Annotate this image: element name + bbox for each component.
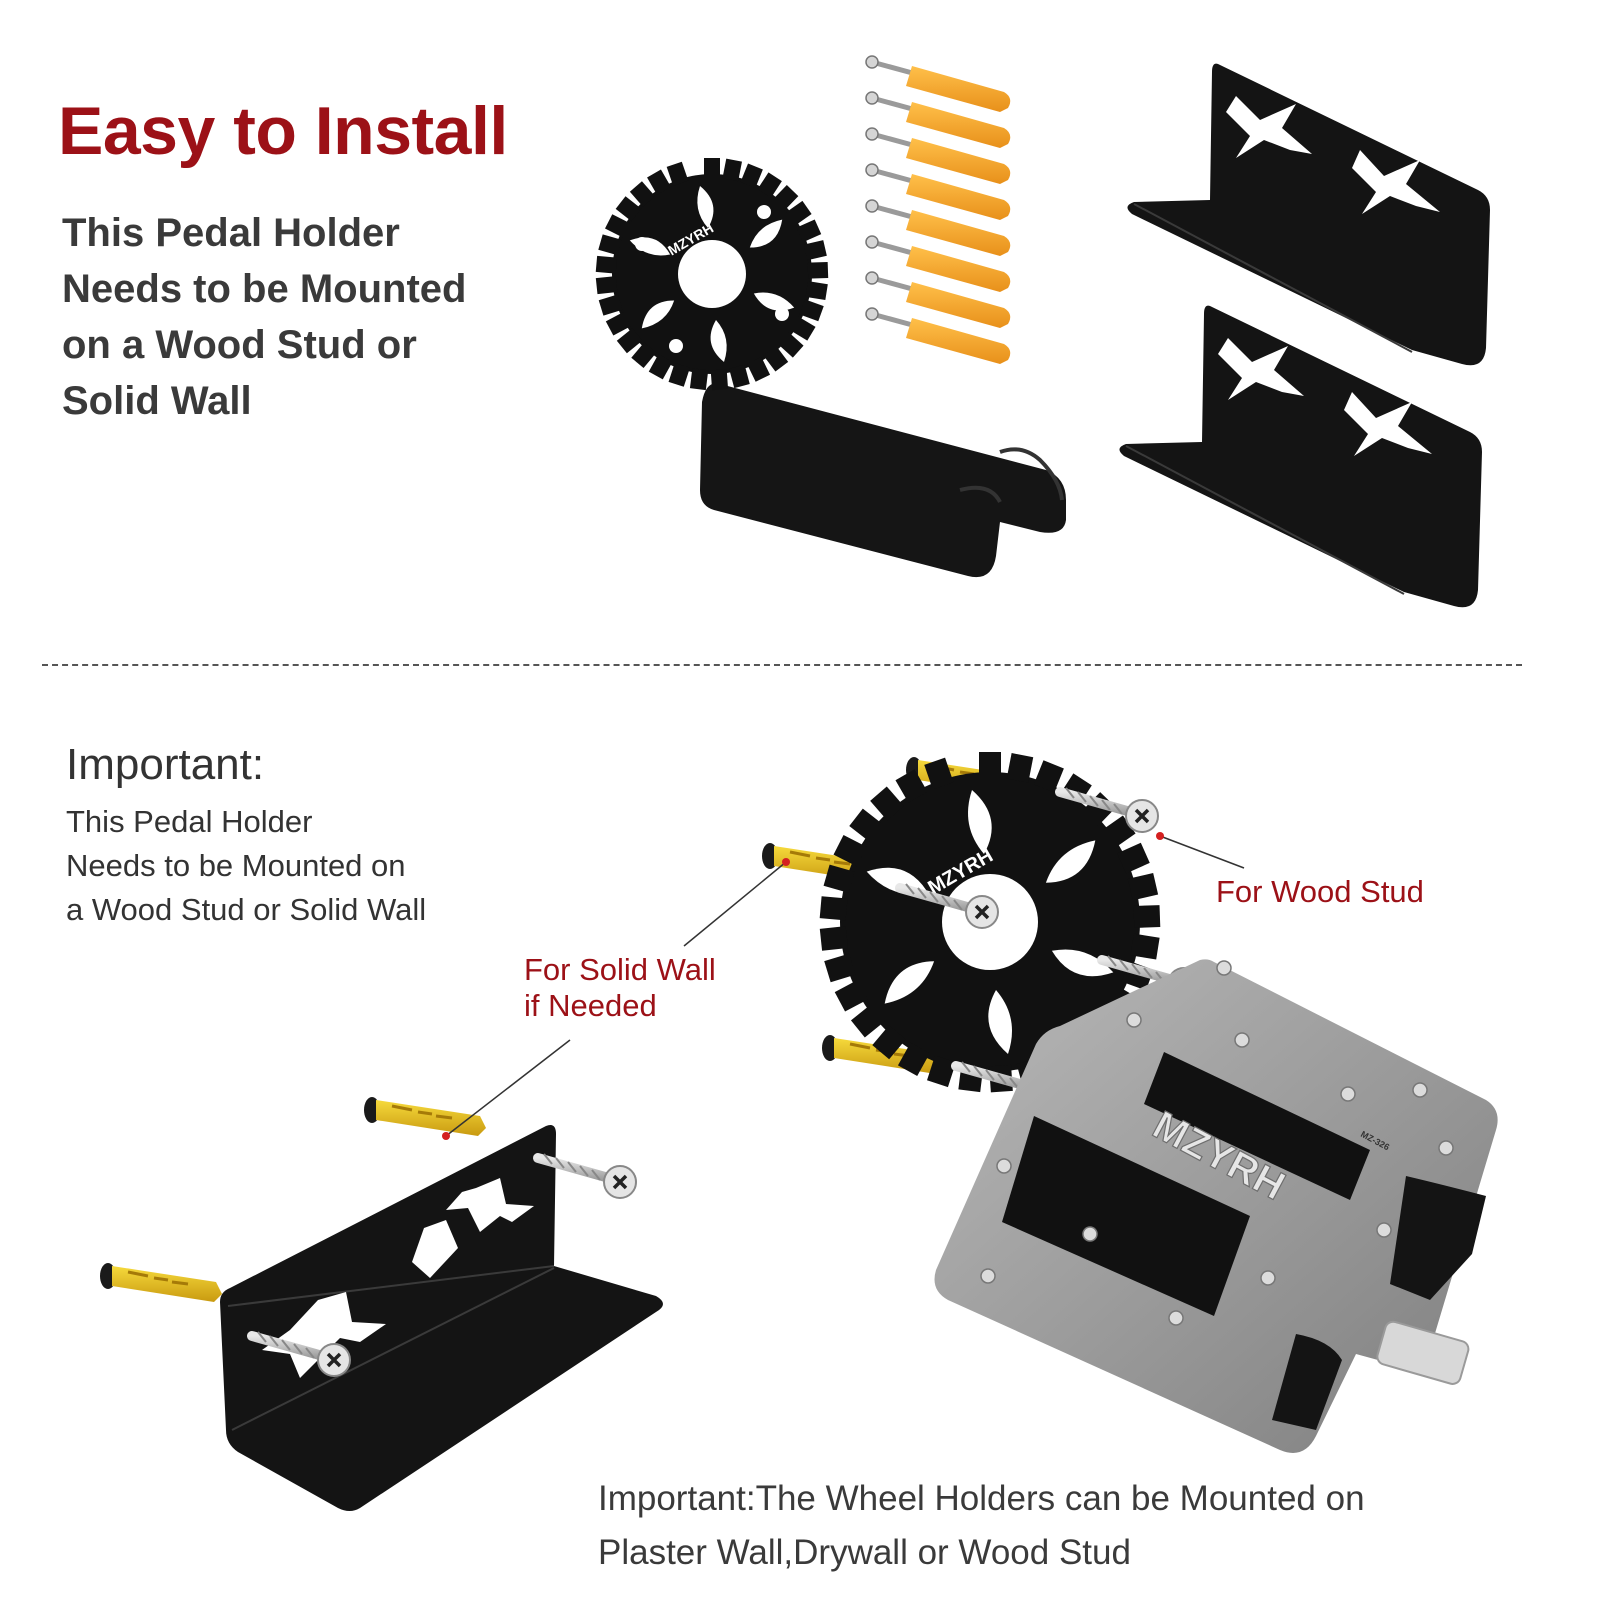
callout-leaders (442, 832, 1245, 1140)
wheel-bracket-top-2 (1119, 305, 1482, 608)
intro-line: on a Wood Stud or (62, 323, 417, 367)
marker-dot (782, 858, 790, 866)
wheel-bracket-top-1 (1127, 63, 1490, 366)
important-heading: Important: (66, 740, 265, 789)
wheel-bracket-bottom (98, 1095, 663, 1511)
wall-anchors-top (866, 56, 1010, 364)
important-line: Needs to be Mounted on (66, 848, 406, 883)
important-line: a Wood Stud or Solid Wall (66, 892, 427, 927)
intro-line: Needs to be Mounted (62, 267, 467, 311)
bottom-note-line: Important:The Wheel Holders can be Mount… (598, 1479, 1365, 1518)
bike-pedal: MZYRH MZ-326 (934, 959, 1498, 1453)
callout-solid-wall-line: if Needed (524, 988, 657, 1023)
intro-text: This Pedal Holder Needs to be Mounted on… (62, 205, 466, 429)
marker-dot (1156, 832, 1164, 840)
bottom-note-line: Plaster Wall,Drywall or Wood Stud (598, 1533, 1131, 1572)
bottom-note: Important:The Wheel Holders can be Mount… (598, 1472, 1365, 1580)
intro-line: This Pedal Holder (62, 211, 400, 255)
important-text: This Pedal Holder Needs to be Mounted on… (66, 800, 426, 932)
intro-line: Solid Wall (62, 379, 252, 423)
dashed-divider (42, 664, 1522, 666)
callout-solid-wall: For Solid Wall if Needed (524, 952, 716, 1024)
marker-dot (442, 1132, 450, 1140)
important-line: This Pedal Holder (66, 804, 313, 839)
callout-wood-stud: For Wood Stud (1216, 874, 1424, 909)
page-title: Easy to Install (58, 93, 508, 169)
sprocket-holder-top: MZYRH (595, 158, 1066, 578)
callout-solid-wall-line: For Solid Wall (524, 952, 716, 987)
